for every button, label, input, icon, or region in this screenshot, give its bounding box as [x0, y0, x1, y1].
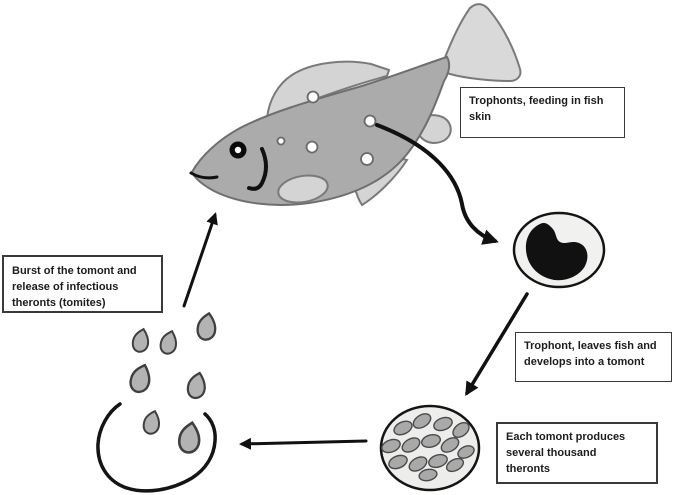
tomont-stage-circle	[379, 404, 481, 492]
callout-line: Trophont, leaves fish and	[524, 340, 657, 352]
callout-line: theronts	[506, 463, 550, 475]
fish-illustration	[189, 3, 522, 207]
released-theront	[177, 421, 201, 454]
callout-line: skin	[469, 111, 492, 123]
white-spot	[363, 114, 377, 128]
callout-line: Trophonts, feeding in fish	[469, 95, 604, 107]
released-theront	[129, 363, 151, 394]
white-spot	[276, 136, 286, 146]
trophont-stage-circle	[512, 211, 606, 289]
callout-line: Burst of the tomont and	[12, 265, 137, 277]
callout-trophont-leaves: Trophont, leaves fish and develops into …	[515, 332, 672, 382]
callout-burst-tomont: Burst of the tomont and release of infec…	[2, 255, 163, 313]
fish-body	[190, 55, 451, 206]
callout-line: develops into a tomont	[524, 356, 645, 368]
fish-mouth	[189, 171, 219, 180]
callout-line: release of infectious	[12, 281, 119, 293]
white-spot-group	[276, 90, 377, 166]
arrow-theronts-to-fish	[182, 212, 218, 308]
arrow-tomont-to-burst	[239, 437, 368, 450]
released-theront	[159, 329, 178, 355]
callout-each-tomont: Each tomont produces several thousand th…	[496, 422, 658, 484]
fish-pectoral-fin-icon	[277, 174, 329, 204]
white-spot	[306, 90, 320, 104]
fish-eye	[229, 141, 247, 159]
fish-tail-fin-icon	[441, 3, 522, 83]
burst-tomont-membrane	[96, 402, 217, 493]
trophont-cell	[525, 223, 588, 281]
white-spot	[360, 152, 374, 166]
fish-gill-line	[247, 147, 268, 191]
released-theront	[142, 409, 161, 435]
callout-line: theronts (tomites)	[12, 297, 106, 309]
arrow-trophont-to-tomont	[465, 292, 529, 396]
released-theront	[186, 371, 206, 400]
callout-line: several thousand	[506, 447, 597, 459]
white-spot	[305, 140, 319, 154]
callout-trophonts-feeding: Trophonts, feeding in fish skin	[460, 87, 625, 138]
released-theront	[196, 311, 217, 341]
tomont-theronts	[381, 413, 475, 482]
callout-line: Each tomont produces	[506, 431, 626, 443]
arrow-fish-to-trophont	[375, 123, 499, 245]
released-theronts	[129, 311, 217, 454]
released-theront	[131, 327, 150, 353]
